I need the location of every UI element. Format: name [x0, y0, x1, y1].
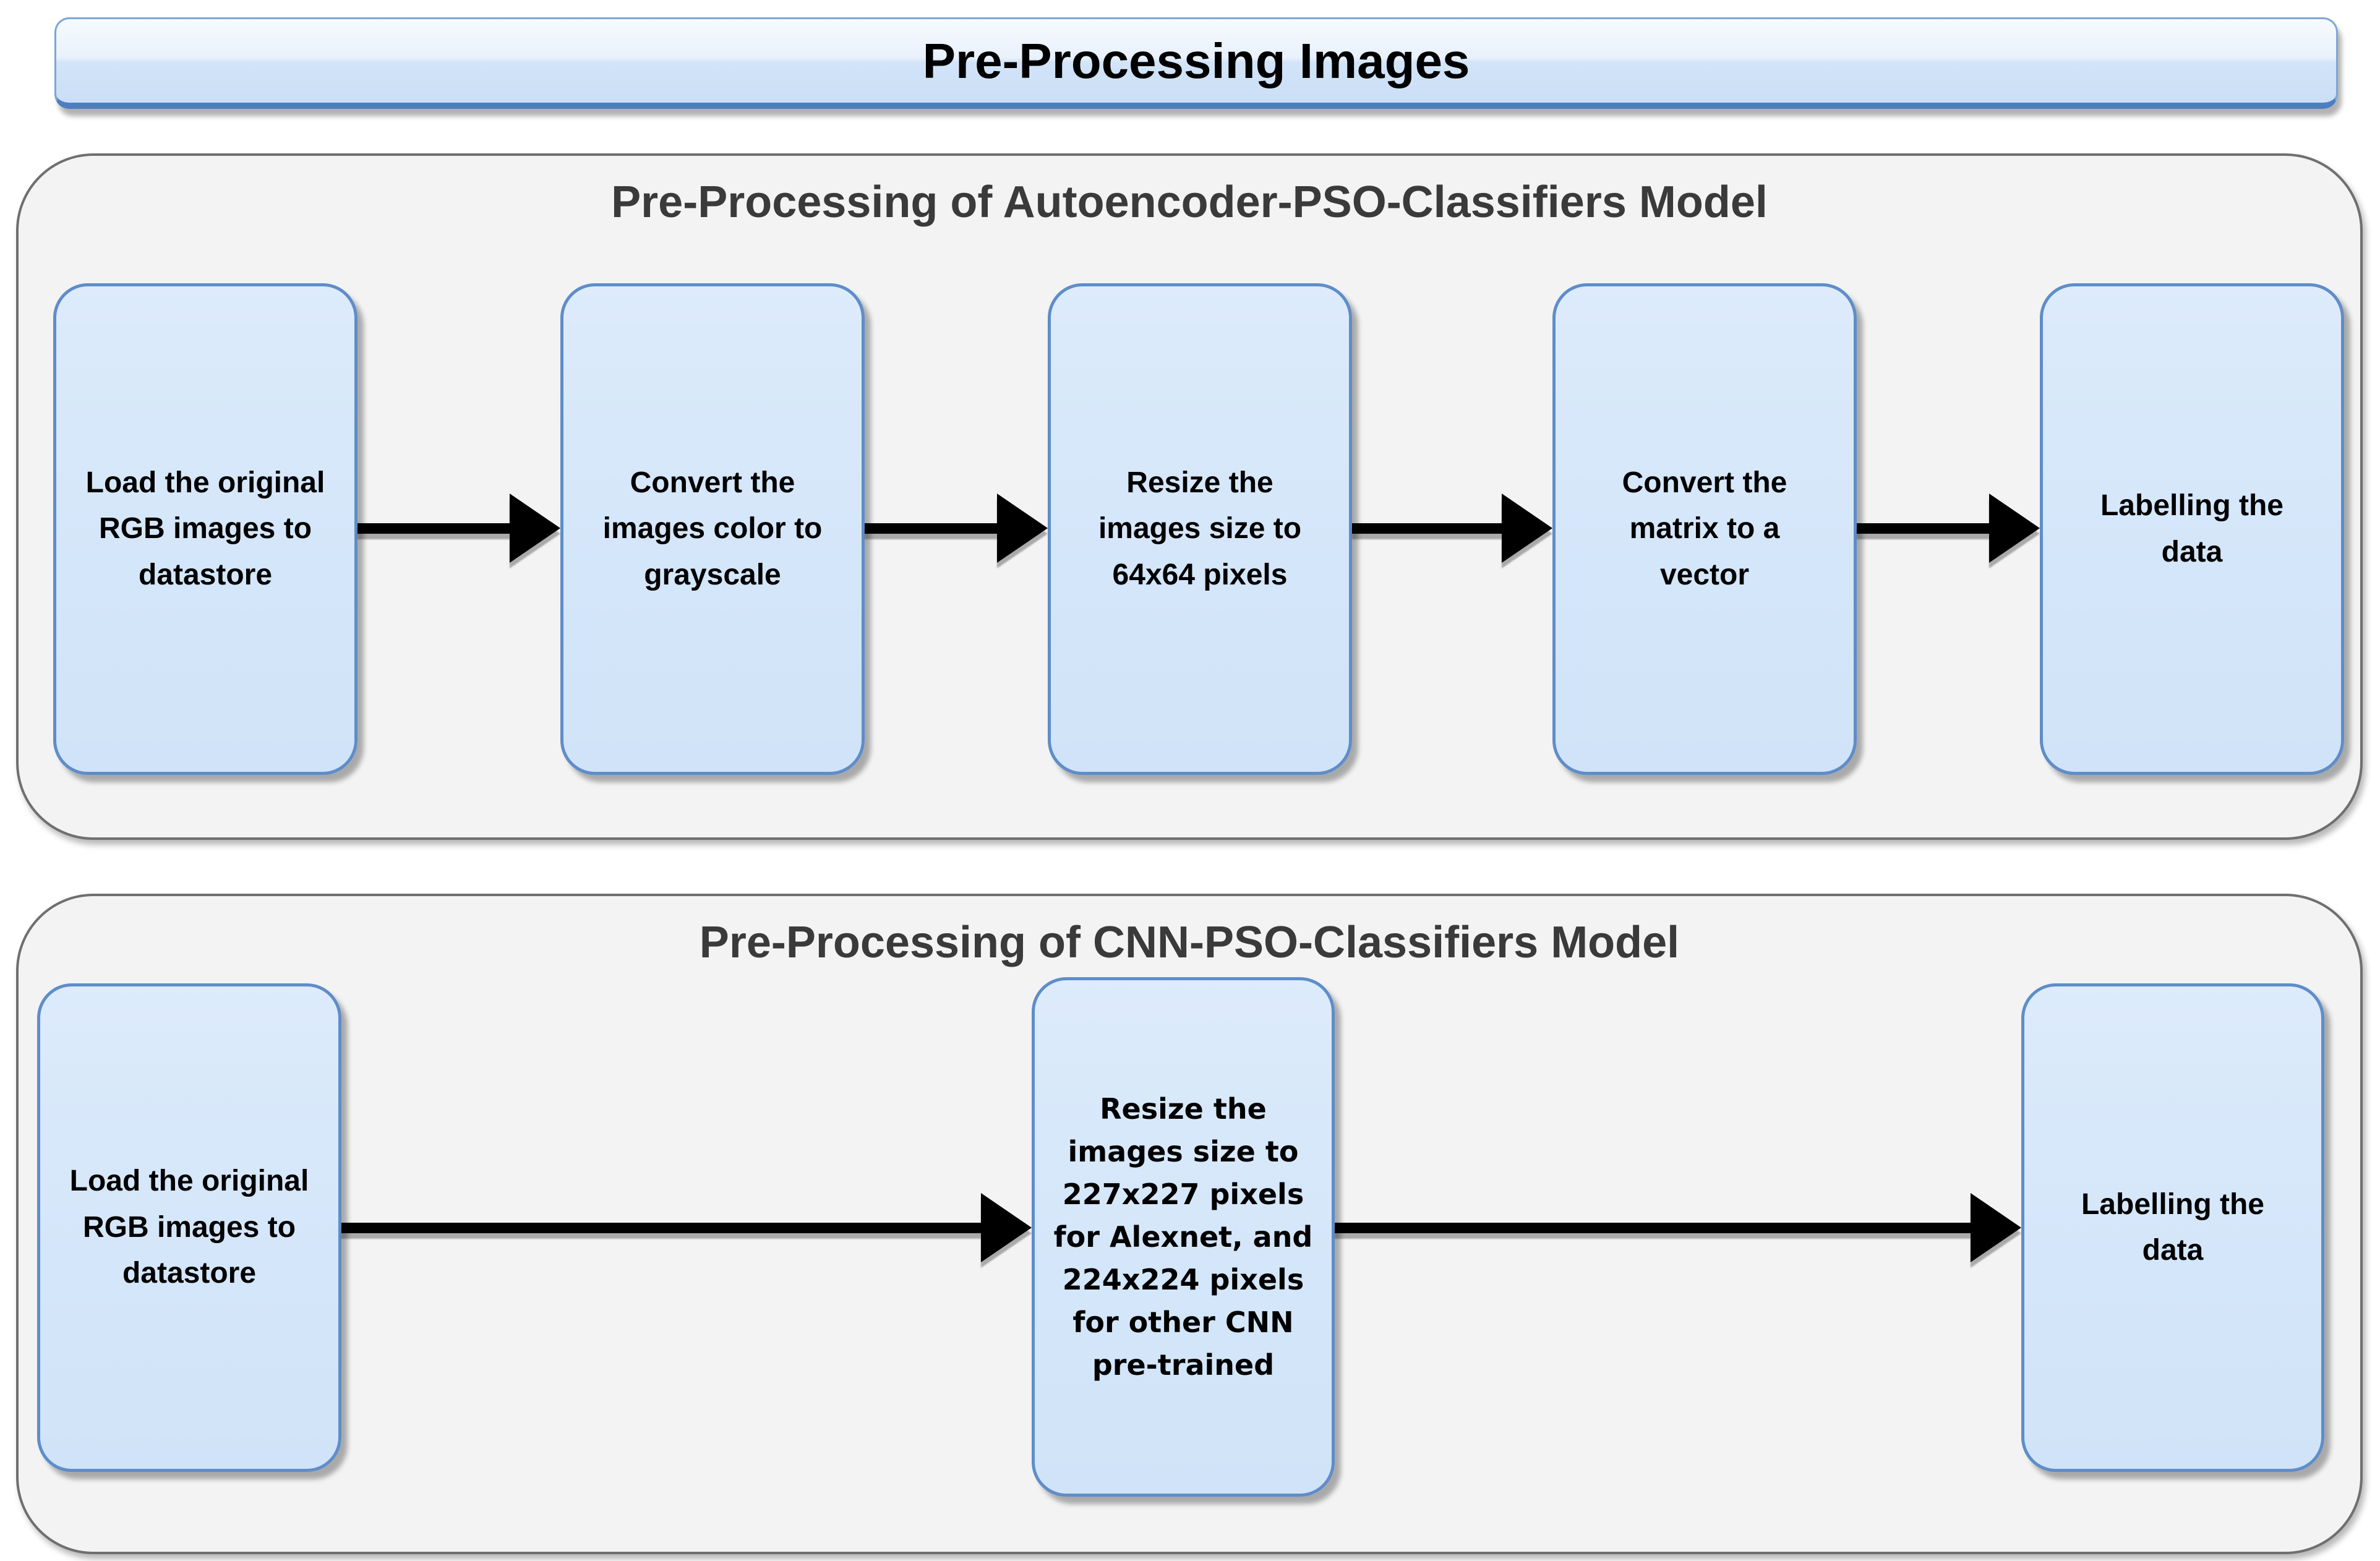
arrow-head-icon [981, 1193, 1032, 1262]
step-labelling-data: Labelling the data [2040, 283, 2344, 775]
cnn-section-title: Pre-Processing of CNN-PSO-Classifiers Mo… [699, 918, 1680, 967]
arrow-head-icon [510, 494, 560, 563]
flow-arrow [1352, 494, 1552, 563]
step-label: Convert the images color to grayscale [602, 466, 823, 591]
arrow-line [1335, 1222, 1971, 1233]
arrow-line [341, 1222, 981, 1233]
arrow-line [1352, 523, 1502, 534]
diagram-title-bar: Pre-Processing Images [54, 17, 2338, 109]
step-labelling-data-cnn: Labelling the data [2021, 983, 2324, 1472]
step-label: Load the original RGB images to datastor… [69, 1165, 309, 1290]
flow-arrow [865, 494, 1048, 563]
step-resize-227-224: Resize the images size to 227x227 pixels… [1032, 977, 1335, 1497]
arrow-head-icon [1971, 1193, 2021, 1262]
arrow-head-icon [1989, 494, 2040, 563]
step-label: Resize the images size to 64x64 pixels [1098, 466, 1302, 591]
step-label: Labelling the data [2100, 489, 2284, 568]
arrow-head-icon [997, 494, 1048, 563]
arrow-head-icon [1502, 494, 1552, 563]
step-label: Load the original RGB images to datastor… [85, 466, 325, 591]
step-load-rgb-images-cnn: Load the original RGB images to datastor… [37, 983, 341, 1472]
step-label: Convert the matrix to a vector [1622, 466, 1787, 591]
arrow-line [865, 523, 997, 534]
autoencoder-section-title: Pre-Processing of Autoencoder-PSO-Classi… [611, 177, 1768, 227]
step-resize-64x64: Resize the images size to 64x64 pixels [1048, 283, 1352, 775]
step-load-rgb-images: Load the original RGB images to datastor… [53, 283, 357, 775]
step-convert-grayscale: Convert the images color to grayscale [560, 283, 865, 775]
arrow-line [357, 523, 510, 534]
step-matrix-to-vector: Convert the matrix to a vector [1552, 283, 1857, 775]
arrow-line [1857, 523, 1989, 534]
flow-arrow [1335, 1193, 2021, 1262]
flow-arrow [1857, 494, 2040, 563]
diagram-title: Pre-Processing Images [922, 33, 1470, 88]
step-label: Labelling the data [2081, 1187, 2264, 1267]
flow-arrow [357, 494, 560, 563]
flow-arrow [341, 1193, 1032, 1262]
step-label: Resize the images size to 227x227 pixels… [1053, 1092, 1313, 1382]
